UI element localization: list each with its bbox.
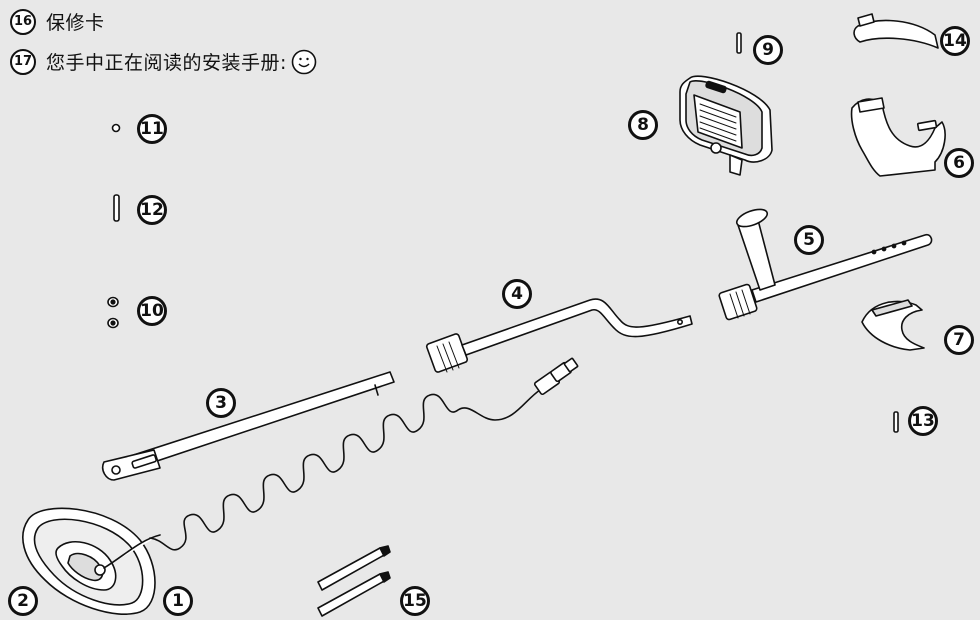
- middle-shaft: [426, 299, 692, 373]
- callout-12: 12: [137, 195, 167, 225]
- control-box: [680, 76, 772, 175]
- callout-4: 4: [502, 279, 532, 309]
- kickstand: [862, 300, 924, 350]
- screw-13: [894, 412, 898, 432]
- callout-14: 14: [940, 26, 970, 56]
- callout-2: 2: [8, 586, 38, 616]
- callout-13: 13: [908, 406, 938, 436]
- callout-1: 1: [163, 586, 193, 616]
- arm-strap: [854, 14, 938, 48]
- callout-7: 7: [944, 325, 974, 355]
- washers-10: [108, 298, 118, 328]
- lower-shaft: [103, 372, 394, 480]
- cable-connector: [534, 358, 578, 395]
- arm-cuff: [852, 98, 946, 176]
- search-coil: [23, 508, 160, 614]
- nut-11: [113, 125, 120, 132]
- cable-ties-15: [318, 546, 390, 616]
- coil-cable: [150, 390, 540, 550]
- callout-3: 3: [206, 388, 236, 418]
- callout-11: 11: [137, 114, 167, 144]
- callout-15: 15: [400, 586, 430, 616]
- screw-12: [114, 195, 119, 221]
- callout-8: 8: [628, 110, 658, 140]
- screw-9: [737, 33, 741, 53]
- callout-5: 5: [794, 225, 824, 255]
- callout-10: 10: [137, 296, 167, 326]
- callout-6: 6: [944, 148, 974, 178]
- callout-9: 9: [753, 35, 783, 65]
